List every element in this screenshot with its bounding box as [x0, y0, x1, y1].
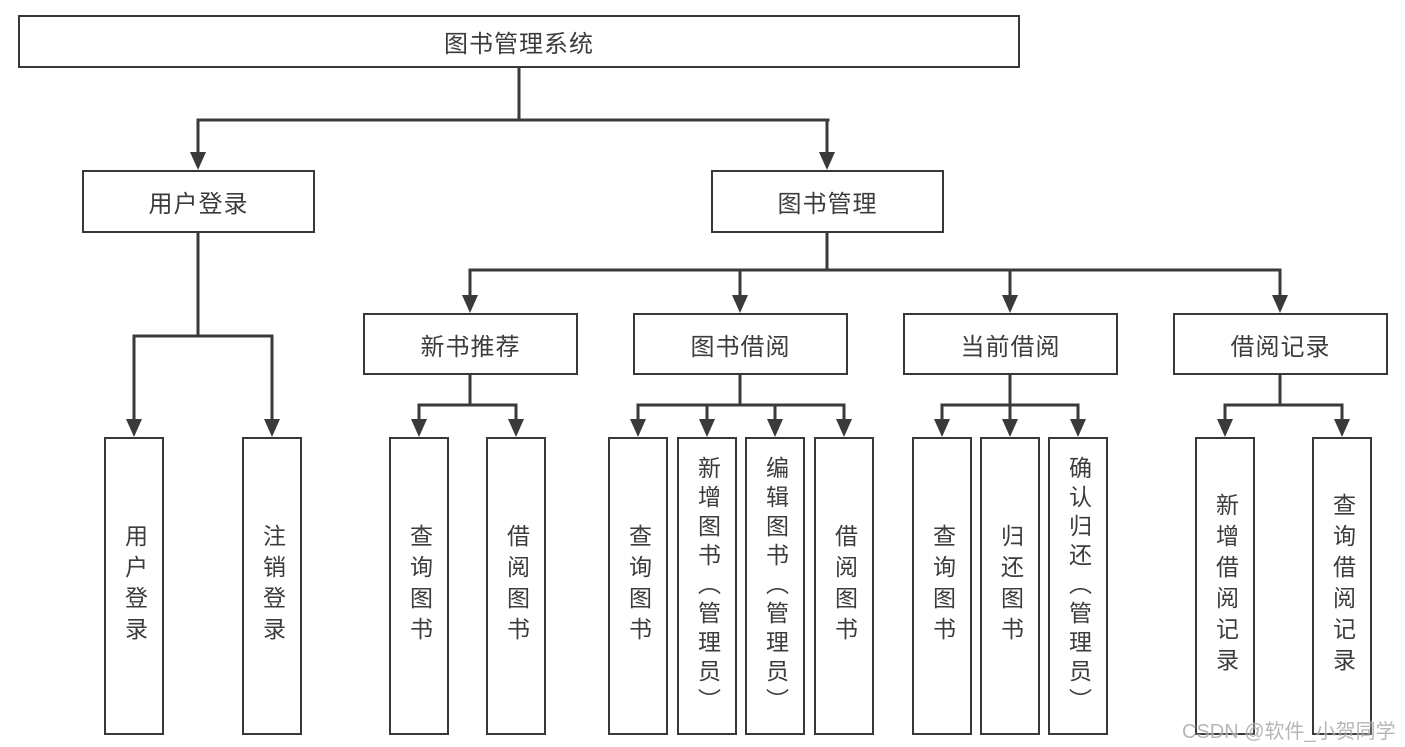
node-label: 借阅图书: [831, 524, 858, 648]
node-label: 图书管理系统: [444, 31, 594, 58]
node-label: 当前借阅: [960, 333, 1061, 361]
node-label: 确认归还（管理员）: [1065, 455, 1092, 717]
node-label: 编辑图书（管理员）: [762, 455, 789, 717]
leaf-add-books-admin: 新增图书（管理员）: [677, 437, 737, 735]
leaf-query-books-current: 查询图书: [912, 437, 972, 735]
leaf-user-login: 用户登录: [104, 437, 164, 735]
node-label: 查询图书: [625, 524, 652, 648]
leaf-edit-books-admin: 编辑图书（管理员）: [745, 437, 805, 735]
node-label: 注销登录: [259, 524, 286, 648]
leaf-borrow-books: 借阅图书: [814, 437, 874, 735]
node-label: 查询图书: [929, 524, 956, 648]
leaf-return-books: 归还图书: [980, 437, 1040, 735]
node-label: 借阅图书: [503, 524, 530, 648]
node-root-library-system: 图书管理系统: [18, 15, 1020, 68]
csdn-watermark: CSDN @软件_小贺同学: [1182, 721, 1396, 743]
node-label: 归还图书: [997, 524, 1024, 648]
node-label: 图书管理: [777, 191, 878, 218]
node-label: 新书推荐: [420, 333, 521, 361]
node-book-management: 图书管理: [711, 170, 944, 233]
leaf-logout: 注销登录: [242, 437, 302, 735]
node-label: 用户登录: [148, 191, 249, 218]
leaf-query-books-recommend: 查询图书: [389, 437, 449, 735]
node-label: 查询借阅记录: [1329, 493, 1356, 679]
leaf-query-borrow-record: 查询借阅记录: [1312, 437, 1372, 735]
node-borrowing-records: 借阅记录: [1173, 313, 1388, 375]
leaf-query-books-borrow: 查询图书: [608, 437, 668, 735]
node-label: 新增图书（管理员）: [694, 455, 721, 717]
node-label: 查询图书: [406, 524, 433, 648]
node-label: 用户登录: [121, 524, 148, 648]
leaf-add-borrow-record: 新增借阅记录: [1195, 437, 1255, 735]
node-label: 图书借阅: [690, 333, 791, 361]
leaf-confirm-return-admin: 确认归还（管理员）: [1048, 437, 1108, 735]
node-book-borrowing: 图书借阅: [633, 313, 848, 375]
node-user-login: 用户登录: [82, 170, 315, 233]
node-label: 新增借阅记录: [1212, 493, 1239, 679]
leaf-borrow-books-recommend: 借阅图书: [486, 437, 546, 735]
node-label: 借阅记录: [1230, 333, 1331, 361]
node-current-borrowing: 当前借阅: [903, 313, 1118, 375]
node-new-book-recommendation: 新书推荐: [363, 313, 578, 375]
